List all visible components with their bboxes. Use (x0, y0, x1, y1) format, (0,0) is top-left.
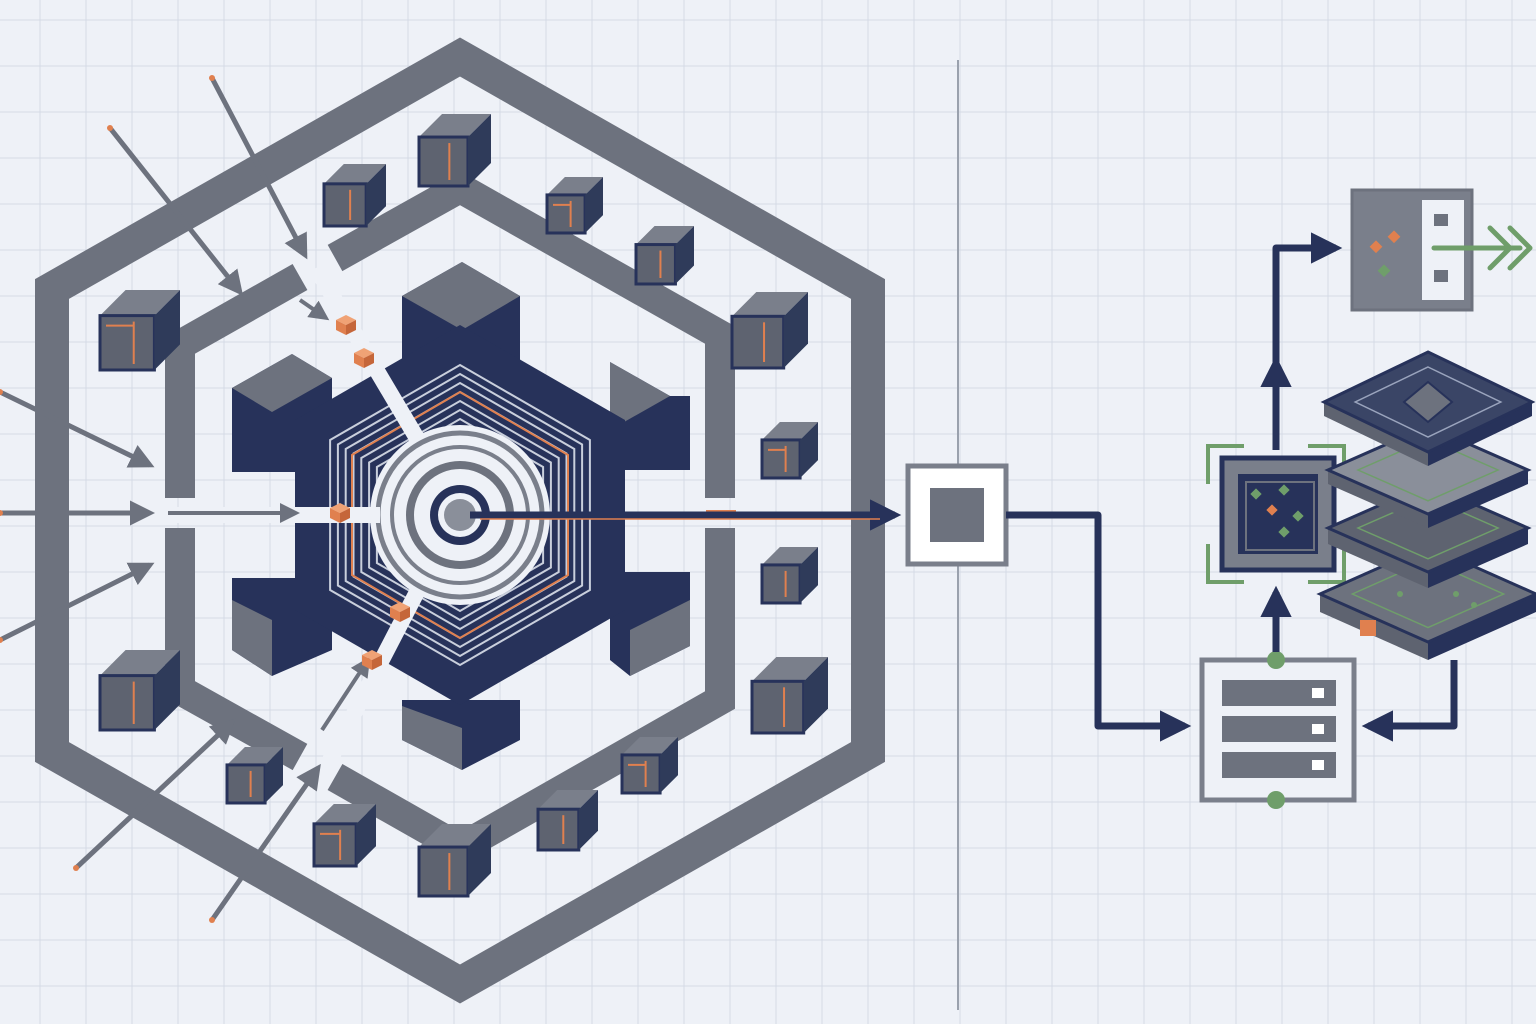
cube-packet-icon (354, 348, 374, 368)
board-layer-top (1320, 350, 1536, 466)
labyrinth-ring (344, 381, 576, 649)
router-square-icon[interactable] (905, 463, 1009, 567)
inbound-arrow (107, 125, 244, 296)
cube-packet-icon (390, 602, 410, 622)
petal-lower-left-face (232, 600, 272, 676)
labyrinth-ring (360, 399, 560, 631)
outer-block (98, 650, 180, 732)
petal-bottom-face (402, 706, 462, 770)
server-rack-icon[interactable] (1199, 651, 1357, 809)
outer-block (417, 114, 491, 188)
inner-arrow (320, 656, 371, 732)
outer-block (322, 164, 386, 228)
petal-upper-right-face (610, 362, 670, 430)
labyrinth-ring (336, 372, 584, 658)
double-chevron-right-icon (1431, 225, 1533, 271)
outer-block (760, 422, 818, 480)
outer-block (417, 824, 491, 898)
outer-block (760, 547, 818, 605)
outer-block (536, 790, 598, 852)
packets (330, 315, 410, 670)
outer-block (620, 737, 678, 795)
outer-ring (35, 37, 885, 1004)
cube-packet-icon (362, 650, 382, 670)
output-feed-connector (1272, 232, 1343, 380)
inbound-arrow (73, 718, 236, 871)
cube-packet-icon (336, 315, 356, 335)
inner-petals (232, 262, 690, 770)
chip-module-icon[interactable] (1206, 444, 1346, 584)
labyrinth-ring (375, 417, 545, 613)
stack-to-server-connector (1361, 660, 1458, 742)
outer-block (98, 290, 180, 372)
outer-block (545, 177, 603, 235)
petal-lower-right-face (630, 600, 690, 676)
labyrinth-ring (329, 363, 591, 667)
outer-block (730, 292, 808, 370)
petal-top-face (402, 262, 520, 330)
outer-block (225, 747, 283, 805)
inbound-arrow (0, 562, 155, 643)
cube-packet-icon (330, 503, 350, 523)
outer-block (634, 226, 694, 286)
inner-arrow (298, 298, 330, 321)
outer-blocks (98, 114, 828, 898)
inbound-arrow (209, 763, 321, 923)
circuit-board-stack-icon[interactable] (1316, 350, 1536, 660)
board-layer (1324, 424, 1532, 528)
outer-block (312, 804, 376, 868)
petal-upper-left-face (232, 354, 332, 412)
inbound-arrow (209, 75, 308, 260)
outer-block (750, 657, 828, 735)
inbound-arrow (0, 500, 155, 526)
inbound-arrows (0, 75, 371, 923)
inbound-arrow (0, 389, 155, 468)
core-target-icon[interactable] (370, 425, 550, 605)
labyrinth-accent-ring (351, 390, 569, 640)
router-to-server-connector (1006, 511, 1192, 742)
board-port (1360, 620, 1376, 636)
labyrinth-ring (368, 408, 552, 622)
